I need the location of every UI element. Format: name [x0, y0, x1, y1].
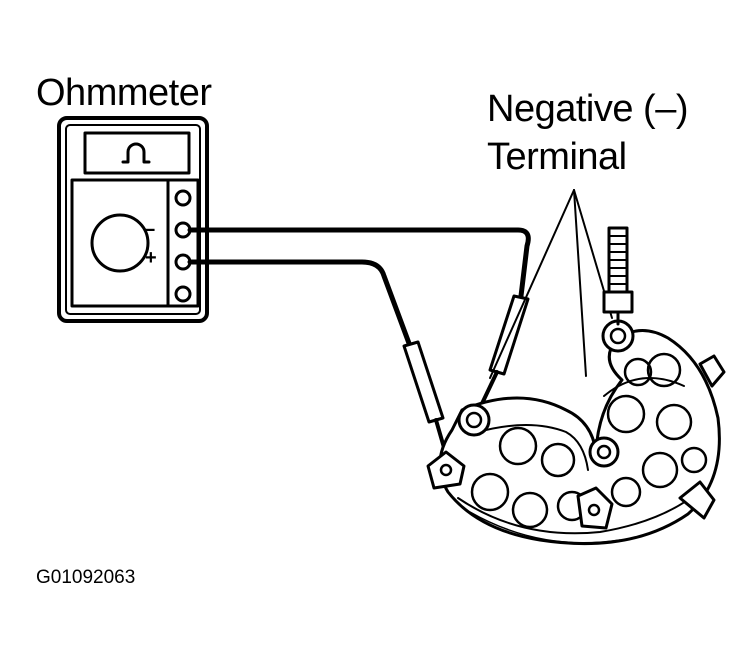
- positive-test-lead: [187, 259, 454, 468]
- jack-4: [174, 285, 192, 303]
- ohmmeter-body-inner: [65, 124, 201, 315]
- positive-polarity-mark: +: [145, 247, 157, 269]
- output-stud: [602, 226, 634, 326]
- figure-id: G01092063: [36, 567, 136, 588]
- rectifier-plate: [438, 329, 721, 546]
- negative-terminal-label-line1: Negative (–): [487, 88, 688, 130]
- ohmmeter-label: Ohmmeter: [36, 72, 212, 114]
- ohmmeter-control-panel: [70, 178, 200, 308]
- rectifier-assembly: [426, 226, 726, 546]
- ohmmeter: [57, 116, 209, 323]
- range-selector-dial: [90, 213, 150, 273]
- negative-terminal-bosses: [457, 319, 635, 468]
- ohmmeter-body: [57, 116, 209, 323]
- positive-probe-handle: [402, 340, 445, 424]
- negative-polarity-mark: –: [143, 216, 156, 241]
- negative-terminal-label-line2: Terminal: [487, 136, 627, 178]
- negative-test-lead: [187, 227, 531, 422]
- ohmmeter-display: [83, 131, 191, 175]
- diode-pockets: [470, 352, 708, 529]
- jack-1: [174, 189, 192, 207]
- ohm-icon: [121, 142, 151, 164]
- mounting-tabs: [426, 354, 726, 530]
